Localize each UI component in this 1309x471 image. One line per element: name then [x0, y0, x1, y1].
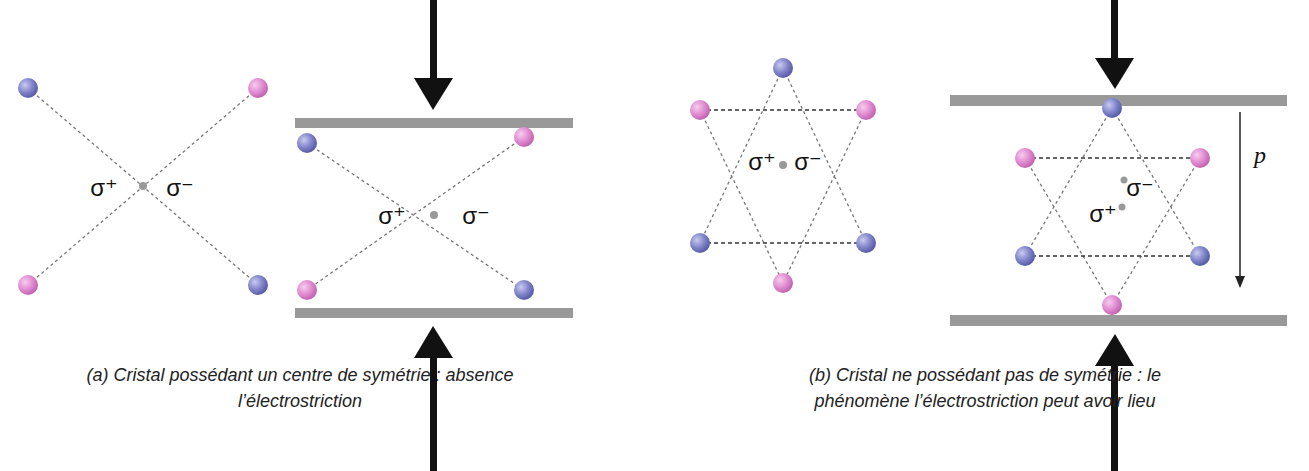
bond-lines — [1025, 108, 1200, 305]
atom-blue — [514, 280, 534, 300]
atom-blue — [1190, 246, 1210, 266]
atom-blue — [1102, 98, 1122, 118]
charge-label: σ⁻ — [462, 204, 489, 228]
force-arrow — [1095, 334, 1134, 366]
charge-label: σ⁺ — [378, 204, 405, 228]
press-plate — [295, 308, 573, 318]
atom-pink — [18, 275, 38, 295]
polarization-arrow — [1235, 276, 1245, 288]
atom-blue — [297, 133, 317, 153]
atom-pink — [1102, 295, 1122, 315]
caption-text: (a) Cristal possédant un centre de symét… — [80, 362, 520, 414]
atom-pink — [773, 273, 793, 293]
charge-center — [779, 161, 787, 169]
atom-pink — [690, 100, 710, 120]
atom-pink — [514, 127, 534, 147]
charge-label: σ⁻ — [1126, 176, 1153, 200]
charge-center — [1119, 204, 1126, 211]
atom-pink — [1015, 148, 1035, 168]
atom-blue — [248, 275, 268, 295]
charge-label: σ⁻ — [166, 176, 193, 200]
caption-text: (b) Cristal ne possédant pas de symétrie… — [770, 362, 1200, 414]
atom-pink — [1190, 148, 1210, 168]
atom-blue — [856, 233, 876, 253]
charge-label: σ⁺ — [748, 150, 775, 174]
bond-lines — [28, 88, 258, 285]
bond-lines — [700, 68, 866, 283]
charge-label: σ⁺ — [1089, 202, 1116, 226]
atom-pink — [856, 100, 876, 120]
atom-blue — [773, 58, 793, 78]
press-plate — [950, 315, 1287, 326]
force-arrow — [1095, 58, 1134, 89]
force-arrow — [414, 326, 453, 358]
press-plate — [295, 118, 573, 128]
bond-lines — [700, 110, 866, 243]
force-arrow — [1111, 0, 1118, 62]
bond-lines — [307, 137, 524, 290]
force-arrow — [430, 0, 437, 82]
atom-pink — [297, 280, 317, 300]
charge-center — [430, 211, 438, 219]
charge-label: σ⁻ — [794, 150, 821, 174]
atom-blue — [18, 78, 38, 98]
atom-blue — [1015, 246, 1035, 266]
polarization-label: p — [1254, 143, 1266, 167]
atom-blue — [690, 233, 710, 253]
charge-center — [139, 182, 147, 190]
charge-label: σ⁺ — [90, 176, 117, 200]
bond-lines — [1025, 158, 1200, 256]
force-arrow — [414, 78, 453, 110]
polarization-arrow — [1239, 112, 1241, 278]
atom-pink — [248, 78, 268, 98]
